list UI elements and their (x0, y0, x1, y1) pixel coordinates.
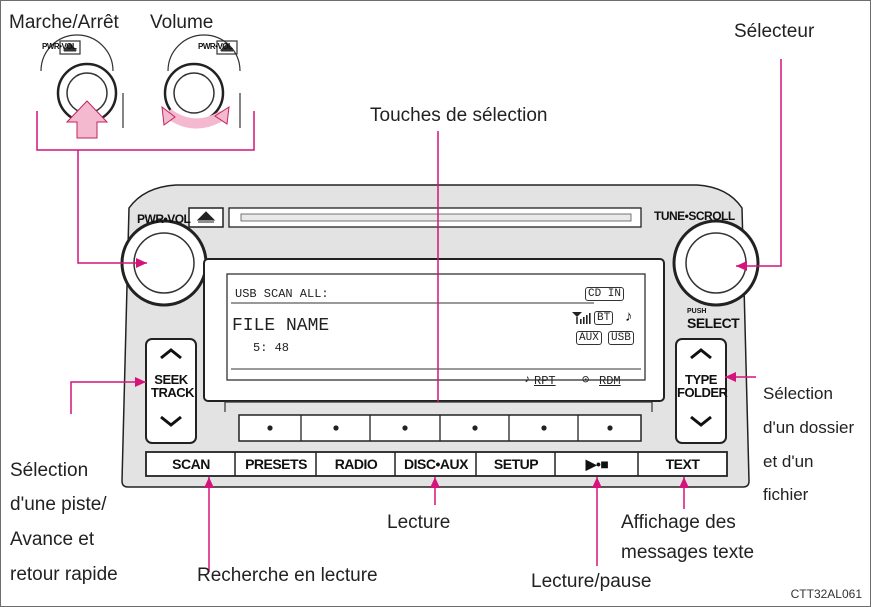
inset-pwrvol-label-2: PWR•VOL (198, 42, 233, 51)
track-label: TRACK (151, 385, 195, 400)
type-folder-rocker[interactable] (675, 338, 727, 444)
select-label: SELECT (687, 315, 740, 331)
display-screen (226, 273, 646, 381)
inset-pwrvol-label: PWR•VOL (42, 42, 77, 51)
callout-track-3: Avance et (10, 529, 95, 550)
eject-icon (196, 211, 216, 223)
signal-icon (572, 312, 591, 324)
folder-down-icon (690, 415, 712, 427)
rdm-indicator: RDM (599, 374, 621, 388)
presets-button[interactable]: PRESETS (245, 456, 307, 472)
seek-down-icon (160, 415, 182, 427)
tune-scroll-label: TUNE•SCROLL (654, 209, 735, 223)
callout-play-pause: Lecture/pause (531, 571, 652, 592)
push-label: PUSH (687, 308, 707, 315)
volume-knob-inset (161, 34, 241, 129)
callout-folder-2: d'un dossier (763, 418, 855, 437)
disc-aux-button[interactable]: DISC•AUX (404, 456, 468, 472)
callout-track-4: retour rapide (10, 564, 118, 585)
seek-up-icon (160, 348, 182, 360)
pwr-vol-label: PWR•VOL (137, 212, 191, 226)
preset-6-button[interactable] (607, 425, 613, 431)
display-file-name: FILE NAME (232, 316, 330, 336)
usb-indicator: USB (608, 331, 634, 345)
callout-folder-1: Sélection (763, 384, 833, 403)
callout-folder-4: fichier (763, 485, 809, 504)
figure-code: CTT32AL061 (790, 587, 862, 601)
callout-selection-keys: Touches de sélection (370, 105, 548, 126)
aux-indicator: AUX (576, 331, 602, 345)
bt-indicator: BT (594, 311, 614, 325)
display-time: 5: 48 (253, 341, 290, 355)
text-button[interactable]: TEXT (665, 456, 700, 472)
seek-track-rocker[interactable] (145, 338, 197, 444)
seek-label: SEEK (154, 372, 188, 387)
callout-track-1: Sélection (10, 460, 89, 481)
play-pause-button[interactable]: ▶•■ (585, 456, 609, 472)
rdm-icon: ⊙ (582, 373, 590, 387)
folder-label: FOLDER (677, 385, 728, 400)
callout-folder-3: et d'un (763, 452, 814, 471)
preset-4-button[interactable] (472, 425, 478, 431)
callout-volume: Volume (150, 12, 214, 33)
callout-text-1: Affichage des (621, 512, 736, 533)
cd-in-indicator: CD IN (585, 287, 625, 301)
head-unit (120, 184, 760, 488)
callout-selector: Sélecteur (734, 21, 815, 42)
note-icon: ♪ (625, 308, 633, 325)
callout-play: Lecture (387, 512, 451, 533)
callout-arrowheads (135, 258, 747, 488)
preset-2-button[interactable] (333, 425, 339, 431)
preset-1-button[interactable] (267, 425, 273, 431)
setup-button[interactable]: SETUP (493, 456, 539, 472)
rpt-indicator: RPT (534, 374, 556, 388)
callout-power: Marche/Arrêt (9, 12, 119, 33)
preset-5-button[interactable] (541, 425, 547, 431)
folder-up-icon (690, 348, 712, 360)
display-status: USB SCAN ALL: (235, 287, 329, 301)
preset-3-button[interactable] (402, 425, 408, 431)
function-button-row (145, 451, 728, 477)
rpt-note-icon: ♪ (524, 374, 531, 386)
callout-scan-play: Recherche en lecture (197, 565, 378, 586)
scan-button[interactable]: SCAN (172, 456, 210, 472)
type-label: TYPE (685, 372, 717, 387)
power-knob-inset (40, 34, 124, 139)
callout-text-2: messages texte (621, 542, 755, 563)
radio-button[interactable]: RADIO (334, 456, 378, 472)
callout-track-2: d'une piste/ (10, 494, 107, 515)
